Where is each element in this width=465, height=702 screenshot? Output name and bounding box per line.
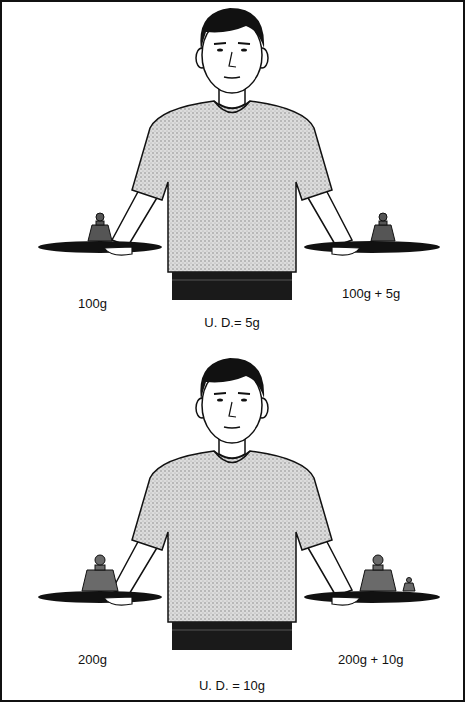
unit-difference-label: U. D. = 10g — [199, 678, 265, 694]
weight-label: 200g — [78, 652, 107, 668]
weight-label: 100g + 5g — [342, 286, 400, 302]
weight-label: 100g — [78, 296, 107, 312]
weight-label: 200g + 10g — [338, 652, 403, 668]
unit-difference-label: U. D.= 5g — [204, 315, 259, 331]
